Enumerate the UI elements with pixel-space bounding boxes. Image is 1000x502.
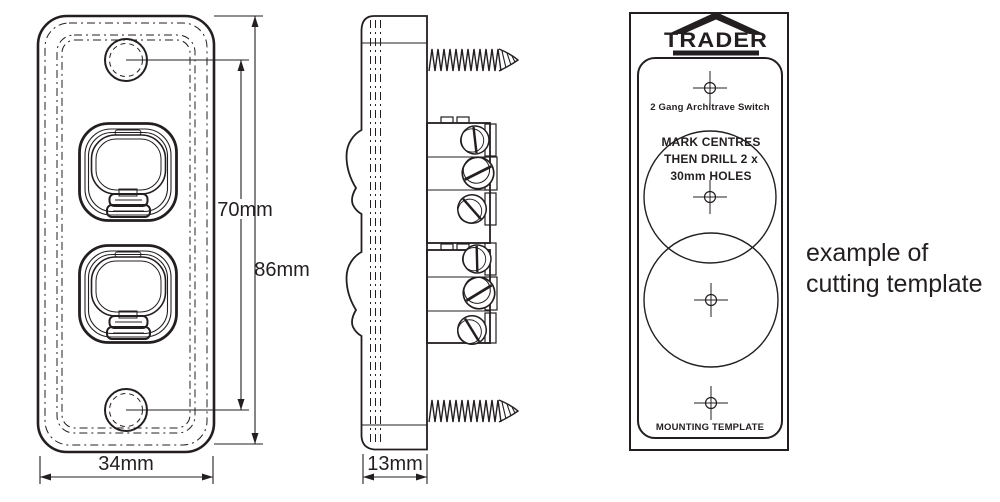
template-instruction-line3: 30mm HOLES (670, 169, 751, 183)
faceplate-hidden-line-outer (56, 34, 196, 434)
side-view: 13mm (345, 15, 519, 484)
drill-centre-mark-top (692, 70, 728, 106)
caption: example of cutting template (806, 238, 983, 300)
faceplate-hidden-line-inner (61, 39, 191, 429)
caption-line2: cutting template (806, 270, 983, 298)
terminal-screw (458, 240, 496, 278)
template-outer-border (629, 12, 789, 451)
rocker-bottom (78, 244, 178, 344)
fixing-screw-bottom (428, 399, 519, 423)
dim-label-86mm: 86mm (254, 259, 310, 281)
faceplate-outline (36, 14, 216, 454)
dimension-hole-spacing: 70mm (126, 59, 273, 411)
dimension-plate-depth: 13mm (362, 453, 428, 484)
brand-name: TRADER (664, 29, 768, 52)
drill-circle-bottom (643, 232, 779, 368)
template-instruction-line2: THEN DRILL 2 x (664, 152, 758, 166)
rocker-top (78, 122, 178, 222)
dim-label-70mm: 70mm (217, 199, 273, 221)
faceplate-bevel-line (44, 22, 208, 446)
fixing-screw-top (428, 48, 519, 72)
drill-centre-mark-bottom (693, 385, 729, 421)
faceplate-profile (345, 15, 428, 451)
switch-mechanism (426, 116, 500, 349)
dim-label-34mm: 34mm (98, 453, 154, 475)
drill-centre-mark-upper (692, 179, 728, 215)
template-inner-border (637, 57, 783, 439)
template-instruction-line1: MARK CENTRES (661, 135, 760, 149)
dim-label-13mm: 13mm (367, 453, 423, 475)
template-product-label: 2 Gang Architrave Switch (650, 102, 770, 113)
faceplate-hidden-lines (370, 20, 381, 446)
dimension-plate-height: 86mm (214, 15, 310, 445)
trader-roof-icon (668, 12, 764, 34)
terminal-screw (457, 122, 493, 158)
cutting-template: TRADER 2 Gang Architrave Switch MARK CEN… (629, 12, 789, 451)
caption-line1: example of (806, 239, 929, 267)
terminal-screw (458, 271, 500, 314)
front-view: 70mm 86mm 34mm (36, 14, 310, 484)
drill-circle-top (643, 130, 777, 264)
dimension-plate-width: 34mm (39, 453, 214, 484)
trader-logo: TRADER (664, 12, 768, 56)
drill-centre-mark-lower (693, 282, 729, 318)
template-footer-label: MOUNTING TEMPLATE (656, 422, 764, 433)
